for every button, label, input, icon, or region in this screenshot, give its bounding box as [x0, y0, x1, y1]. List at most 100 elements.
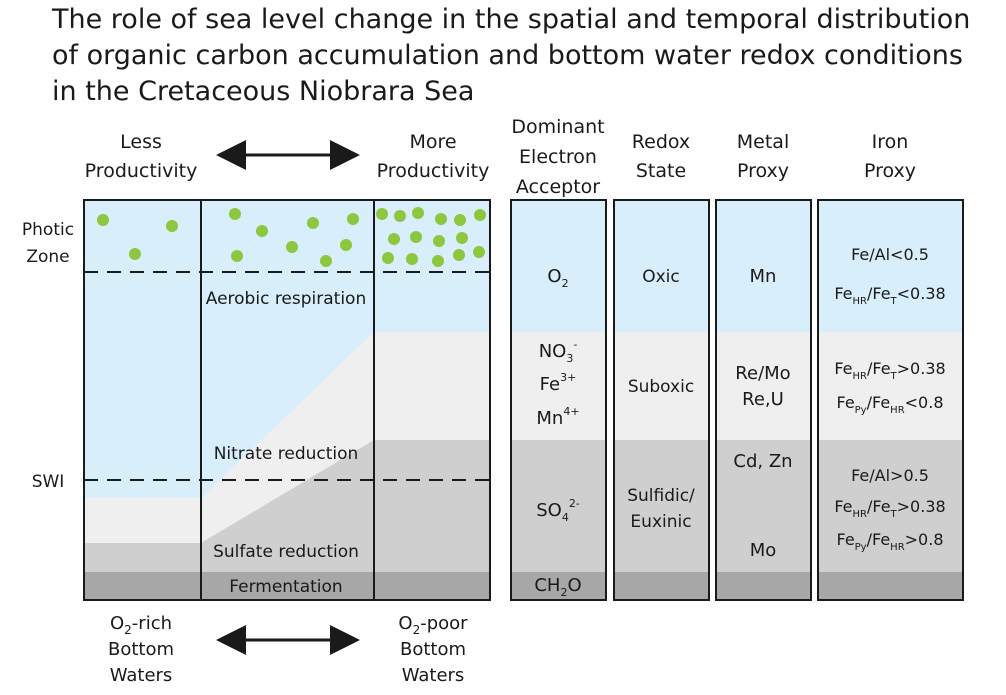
- ip-oxic: [818, 200, 963, 332]
- mp-header-1: Metal: [737, 131, 789, 153]
- mp-mn: Mn: [750, 266, 777, 287]
- photic-zone-label-1: Photic: [22, 220, 74, 240]
- ip-fehr-fet-high-1: FeHR/FeT>0.38: [834, 359, 945, 382]
- rs-oxic: [614, 200, 709, 332]
- ea-so4: SO42-: [536, 497, 580, 524]
- plankton-dot: [412, 207, 424, 219]
- mp-border: [715, 199, 812, 601]
- col1-oxic-water: [84, 200, 201, 498]
- ea-header-1: Dominant: [511, 116, 604, 138]
- ip-fermentation: [818, 572, 963, 600]
- plankton-dot: [129, 248, 141, 260]
- plankton-dot: [320, 255, 332, 267]
- more-productivity-line1: More: [409, 131, 456, 153]
- mp-mo: Mo: [750, 540, 777, 561]
- iron-proxy-column: [817, 199, 964, 601]
- plankton-dot: [456, 232, 468, 244]
- plankton-dot: [474, 209, 486, 221]
- col3-sulfidic-water: [374, 440, 490, 572]
- col1-suboxic-sediment: [84, 498, 201, 543]
- rs-suboxic-label: Suboxic: [628, 377, 694, 397]
- plankton-dot: [376, 208, 388, 220]
- fermentation-layer-cover: [84, 572, 490, 600]
- ip-fepy-fehr-low: FePy/FeHR<0.8: [836, 393, 943, 416]
- ea-mn4: Mn4+: [536, 405, 579, 429]
- plankton-dot: [473, 246, 485, 258]
- figure-title: The role of sea level change in the spat…: [52, 2, 992, 110]
- rs-sulfidic-label-2: Euxinic: [630, 512, 691, 532]
- ea-oxic: [511, 200, 606, 332]
- rs-fermentation: [614, 572, 709, 600]
- rs-oxic-label: Oxic: [642, 267, 680, 287]
- ip-feal-low: Fe/Al<0.5: [851, 245, 929, 264]
- basin-border: [83, 199, 491, 601]
- less-productivity-line2: Productivity: [85, 160, 198, 182]
- ip-fepy-fehr-high: FePy/FeHR>0.8: [836, 530, 943, 553]
- plankton-dot: [97, 214, 109, 226]
- basin-panel: Aerobic respiration Nitrate reduction Su…: [83, 199, 491, 601]
- sulfate-label: Sulfate reduction: [213, 542, 359, 562]
- plankton-dot: [432, 255, 444, 267]
- ea-border: [510, 199, 607, 601]
- plankton-dot: [256, 225, 268, 237]
- ea-ch2o: CH2O: [534, 575, 581, 599]
- ea-sulfidic: [511, 440, 606, 572]
- ip-feal-high: Fe/Al>0.5: [851, 466, 929, 485]
- o2-rich-line3: Waters: [110, 665, 173, 686]
- ea-header-3: Acceptor: [516, 176, 600, 198]
- title-line-1: The role of sea level change in the spat…: [52, 4, 971, 35]
- less-productivity-line1: Less: [120, 131, 162, 153]
- mp-suboxic: [716, 332, 811, 440]
- ea-header-2: Electron: [519, 146, 597, 168]
- rs-border: [613, 199, 710, 601]
- more-productivity-line2: Productivity: [377, 160, 490, 182]
- plankton-dot: [286, 241, 298, 253]
- plankton-dot: [382, 252, 394, 264]
- mp-oxic: [716, 200, 811, 332]
- aerobic-label: Aerobic respiration: [206, 289, 367, 309]
- ip-header-1: Iron: [872, 131, 909, 153]
- ea-fermentation: [511, 572, 606, 600]
- plankton-dot: [231, 250, 243, 262]
- title-line-3: in the Cretaceous Niobrara Sea: [52, 76, 475, 107]
- ip-header-2: Proxy: [864, 160, 916, 182]
- col3-suboxic-water: [374, 332, 490, 440]
- o2-rich-line1: O2-rich: [110, 613, 172, 637]
- photic-zone-label-2: Zone: [26, 247, 69, 267]
- plankton-dot: [347, 213, 359, 225]
- mp-fermentation: [716, 572, 811, 600]
- ip-border: [817, 199, 964, 601]
- o2-rich-line2: Bottom: [108, 639, 174, 660]
- ea-no3: NO3-: [539, 338, 578, 365]
- metal-proxy-column: [715, 199, 812, 601]
- ip-fehr-fet-low: FeHR/FeT<0.38: [834, 284, 945, 307]
- plankton-dot: [166, 220, 178, 232]
- rs-header-2: State: [636, 160, 686, 182]
- ip-suboxic: [818, 332, 963, 440]
- o2-poor-line3: Waters: [402, 665, 465, 686]
- plankton-dot: [435, 213, 447, 225]
- plankton-dot: [307, 217, 319, 229]
- plankton-dot: [453, 249, 465, 261]
- rs-suboxic: [614, 332, 709, 440]
- swi-label: SWI: [32, 472, 65, 492]
- electron-acceptor-column: [510, 199, 607, 601]
- ip-sulfidic: [818, 440, 963, 572]
- ip-fehr-fet-high-2: FeHR/FeT>0.38: [834, 497, 945, 520]
- redox-state-column: [613, 199, 710, 601]
- plankton-dot: [433, 235, 445, 247]
- phytoplankton-dots: [97, 207, 486, 267]
- plankton-dot: [340, 239, 352, 251]
- rs-sulfidic: [614, 440, 709, 572]
- rs-sulfidic-label-1: Sulfidic/: [627, 486, 695, 506]
- title-line-2: of organic carbon accumulation and botto…: [52, 40, 963, 71]
- plankton-dot: [394, 210, 406, 222]
- plankton-dot: [388, 233, 400, 245]
- mp-header-2: Proxy: [737, 160, 789, 182]
- fermentation-label: Fermentation: [229, 577, 342, 597]
- o2-poor-line2: Bottom: [400, 639, 466, 660]
- nitrate-label: Nitrate reduction: [214, 444, 359, 464]
- mp-reu: Re,U: [742, 389, 784, 410]
- col1-sulfidic-sediment: [84, 543, 201, 572]
